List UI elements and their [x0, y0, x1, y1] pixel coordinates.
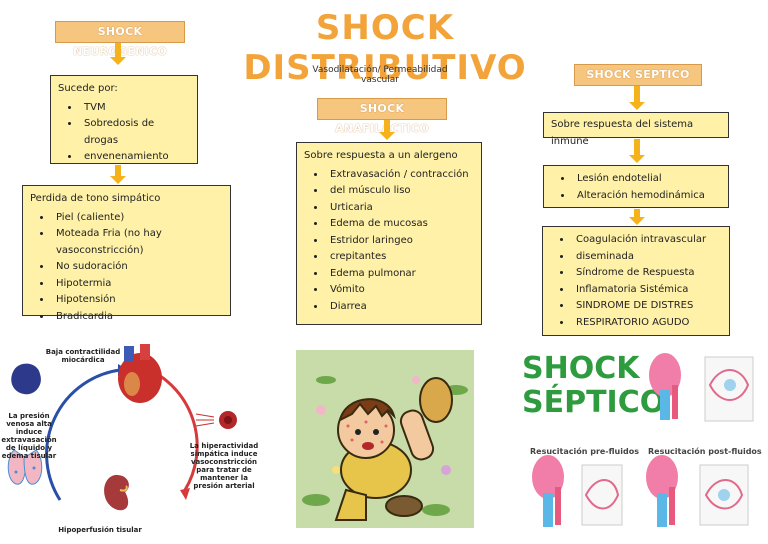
septic-heading-line2: SÉPTICO — [522, 385, 666, 420]
list-item: Edema de mucosas — [326, 216, 474, 233]
list-neuro-symptoms: Piel (caliente) Moteada Fria (no hay vas… — [30, 210, 223, 326]
list-item: Lesión endotelial — [573, 171, 721, 188]
list-septic-2: Lesión endotelial Alteración hemodinámic… — [551, 171, 721, 204]
box-septic-1: Sobre respuesta del sistema inmune — [543, 112, 729, 147]
heart-vessels-pre-icon — [532, 455, 564, 527]
box-neuro-causes: Sucede por: TVM Sobredosis de drogas env… — [50, 75, 198, 164]
capillary-pre-icon — [581, 464, 623, 526]
heart-icon — [118, 344, 162, 403]
list-item: Diarrea — [326, 299, 474, 316]
list-item: Bradicardia — [52, 309, 223, 326]
illustration-allergy-cartoon — [296, 350, 474, 528]
list-item: Moteada Fria (no hay vasoconstricción) — [52, 226, 223, 259]
list-item: Coagulación intravascular — [572, 232, 722, 249]
label-resus-post: Resucitación post-fluidos — [648, 447, 762, 456]
label-venous-pressure: La presión venosa alta induce extravasac… — [1, 412, 57, 460]
list-item: Sobredosis de drogas — [80, 116, 190, 149]
list-item: RESPIRATORIO AGUDO — [572, 315, 722, 332]
list-item: Urticaria — [326, 200, 474, 217]
list-item: TVM — [80, 100, 190, 117]
list-item: Síndrome de Respuesta — [572, 265, 722, 282]
venous-blob-icon — [11, 363, 41, 395]
cartoon-image — [296, 350, 474, 528]
list-item: diseminada — [572, 249, 722, 266]
box-septic-2: Lesión endotelial Alteración hemodinámic… — [543, 165, 729, 208]
box-septic-3: Coagulación intravascular diseminada Sín… — [542, 226, 730, 336]
label-hypoperfusion: Hipoperfusión tisular — [58, 526, 142, 534]
illustration-cardiogenic-cycle: Baja contractilidad miocárdica La presió… — [0, 340, 262, 540]
capillary-diagram-icon — [704, 356, 754, 422]
boy-character-icon — [334, 377, 453, 521]
septic-heading-line1: SHOCK — [522, 351, 640, 386]
list-item: Piel (caliente) — [52, 210, 223, 227]
list-neuro-causes: TVM Sobredosis de drogas envenenamiento — [58, 100, 190, 166]
box-neuro-symptoms: Perdida de tono simpático Piel (caliente… — [22, 185, 231, 322]
label-sympathetic: La hiperactividad simpática induce vasoc… — [189, 442, 259, 490]
cycle-arrow-red — [149, 368, 199, 491]
grass-leaves — [302, 376, 468, 516]
list-item: Hipotensión — [52, 292, 223, 309]
list-item: Extravasación / contracción — [326, 167, 474, 184]
tag-shock-neurogenico: SHOCK NEUROGENICO — [55, 21, 185, 58]
tag-shock-anafilactico: SHOCK ANAFILACTICO — [317, 98, 447, 135]
box-anafilactico-heading: Sobre respuesta a un alergeno — [304, 150, 458, 161]
tag-shock-septico: SHOCK SEPTICO — [574, 64, 702, 86]
list-septic-3: Coagulación intravascular diseminada Sín… — [550, 232, 722, 331]
list-item: envenenamiento — [80, 149, 190, 166]
cycle-diagram — [7, 344, 237, 511]
list-item: Hipotermia — [52, 276, 223, 293]
list-item: No sudoración — [52, 259, 223, 276]
label-low-contractility: Baja contractilidad miocárdica — [45, 348, 121, 364]
label-resus-pre: Resucitación pre-fluidos — [530, 447, 639, 456]
list-item: crepitantes — [326, 249, 474, 266]
box-neuro-causes-heading: Sucede por: — [58, 83, 118, 94]
heart-vessels-icon — [649, 353, 681, 420]
list-anafilactico: Extravasación / contracción del músculo … — [304, 167, 474, 316]
list-item: Edema pulmonar — [326, 266, 474, 283]
list-item: Vómito — [326, 282, 474, 299]
heart-vessels-post-icon — [646, 455, 678, 527]
page-title: SHOCK DISTRIBUTIVO — [243, 8, 527, 88]
septic-figures — [532, 353, 754, 527]
capillary-post-icon — [699, 464, 749, 526]
list-item: Inflamatoria Sistémica — [572, 282, 722, 299]
list-item: del músculo liso — [326, 183, 474, 200]
flowers-icon — [316, 376, 451, 475]
list-item: Alteración hemodinámica — [573, 188, 721, 205]
cycle-arrow-blue — [45, 368, 121, 501]
illustration-septic-shock: SHOCK SÉPTICO — [510, 345, 768, 540]
box-neuro-symptoms-heading: Perdida de tono simpático — [30, 193, 161, 204]
kidney-icon — [104, 474, 129, 511]
arrowhead-red — [180, 488, 190, 500]
page-subtitle: Vasodilatación/ Permeabilidad vascular — [312, 65, 448, 85]
list-item: SINDROME DE DISTRES — [572, 298, 722, 315]
vessel-icon — [195, 411, 237, 429]
lungs-icon — [7, 449, 43, 485]
list-item: Estridor laringeo — [326, 233, 474, 250]
box-anafilactico: Sobre respuesta a un alergeno Extravasac… — [296, 142, 482, 325]
